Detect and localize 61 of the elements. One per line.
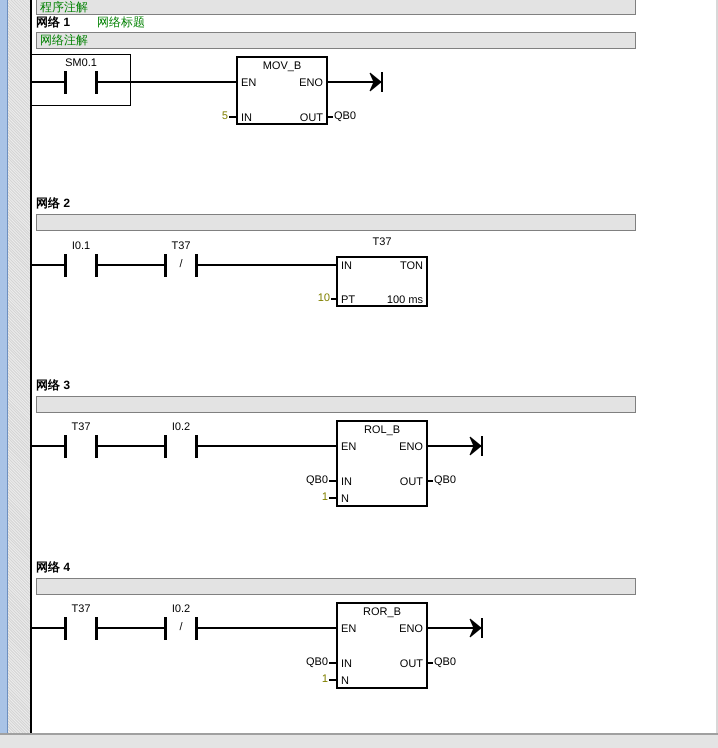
network-title: 网络标题 [97,15,145,29]
contact-address: T37 [70,603,92,616]
constant-value: 5 [222,110,228,123]
output-arrow [328,71,383,93]
constant-value: 1 [322,491,328,504]
pin-label: IN [341,260,352,273]
block-name: T37 [372,236,392,249]
operand-address: QB0 [334,110,356,123]
block-name: MOV_B [262,60,302,73]
contact-address: I0.1 [70,240,92,253]
pin-label: ENO [399,441,423,454]
network-heading: 网络 3 [36,378,70,392]
wire [98,81,236,83]
pin-label: OUT [300,112,323,125]
pin-label: ENO [299,77,323,90]
negation-slash: / [178,258,184,271]
block-name: ROL_B [362,424,402,437]
pin-label: IN [341,476,352,489]
contact-address: T37 [70,421,92,434]
contact-address: SM0.1 [64,57,98,70]
wire [31,264,64,266]
pin-label: N [341,675,349,688]
contact-address: T37 [170,240,192,253]
pin-label: PT [341,294,356,307]
operand-address: QB0 [306,474,328,487]
pin-label: ENO [399,623,423,636]
comment-text: 程序注解 [40,0,88,14]
block-name: ROR_B [362,606,402,619]
operand-address: QB0 [434,474,456,487]
pin-label: IN [341,658,352,671]
pin-label: N [341,493,349,506]
wire [31,445,64,447]
constant-value: 1 [322,673,328,686]
wire [198,627,336,629]
pin-label: TON [400,260,423,273]
wire [98,445,164,447]
pin-label: OUT [400,476,423,489]
wire [198,264,336,266]
contact-address: I0.2 [170,603,192,616]
network-heading: 网络 4 [36,560,70,574]
output-arrow [428,435,483,457]
output-arrow [428,617,483,639]
pin-label: 100 ms [386,294,423,307]
pin-label: OUT [400,658,423,671]
contact-address: I0.2 [170,421,192,434]
pin-label: EN [341,623,356,636]
wire [31,81,64,83]
network-heading: 网络 1 [36,15,70,29]
pin-label: EN [341,441,356,454]
constant-value: 10 [318,292,330,305]
pin-label: IN [241,112,252,125]
network-heading: 网络 2 [36,196,70,210]
negation-slash: / [178,621,184,634]
comment-text: 网络注解 [40,33,88,47]
wire [198,445,336,447]
wire [98,264,164,266]
pin-label: EN [241,77,256,90]
operand-address: QB0 [306,656,328,669]
operand-address: QB0 [434,656,456,669]
wire [31,627,64,629]
wire [98,627,164,629]
